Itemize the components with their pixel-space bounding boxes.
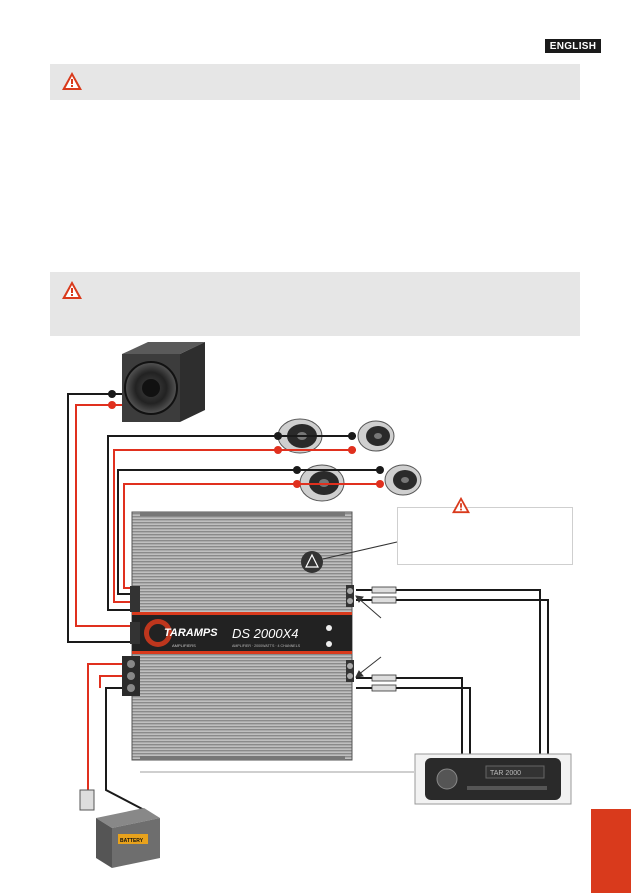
wiring-note-panel <box>397 496 573 565</box>
warning-triangle-icon <box>452 496 470 514</box>
warning-triangle-icon <box>62 72 82 90</box>
wiring-diagram: TARAMPS AMPLIFIERS DS 2000X4 AMPLIFIER ·… <box>67 342 572 868</box>
amplifier: TARAMPS AMPLIFIERS DS 2000X4 AMPLIFIER ·… <box>122 511 354 761</box>
amplifier-brand-sub: AMPLIFIERS <box>172 643 196 648</box>
speaker-front-right <box>357 420 395 452</box>
speaker-wires <box>67 393 383 643</box>
fuse-holder <box>79 789 95 811</box>
amplifier-brand: TARAMPS <box>164 627 218 639</box>
head-unit-display: TAR 2000 <box>490 770 521 777</box>
rca-plugs <box>371 586 397 692</box>
speaker-rear-right <box>384 464 422 496</box>
language-badge: ENGLISH <box>545 39 601 53</box>
page-tab <box>591 809 631 893</box>
head-unit: TAR 2000 <box>414 753 572 805</box>
battery: BATTERY <box>96 808 160 868</box>
insert-arrows <box>355 595 382 678</box>
subwoofer-box <box>122 342 205 422</box>
rca-cables <box>356 589 549 755</box>
battery-label: BATTERY <box>120 838 144 844</box>
polarity-markers <box>108 390 384 488</box>
warning-triangle-icon <box>62 281 82 299</box>
amplifier-specs: AMPLIFIER · 2000WATTS · 4 CHANNELS <box>232 644 301 648</box>
warning-box-top <box>50 64 580 100</box>
power-wires <box>87 663 415 813</box>
warning-box-mid <box>50 272 580 336</box>
amplifier-model: DS 2000X4 <box>232 626 299 641</box>
